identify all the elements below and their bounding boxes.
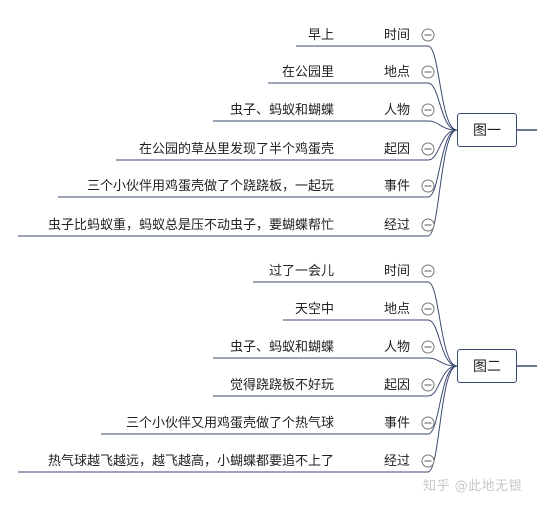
- leaf-text: 虫子、蚂蚁和蝴蝶: [229, 103, 334, 118]
- node-group-2[interactable]: 图二: [457, 349, 517, 383]
- leaf-text: 热气球越飞越远，越飞越高，小蝴蝶都要追不上了: [47, 454, 334, 469]
- node-group-1[interactable]: 图一: [457, 113, 517, 147]
- branch-connector: [427, 45, 458, 131]
- branch-connector: [427, 365, 458, 435]
- category-label: 起因: [383, 142, 410, 157]
- leaf-text: 三个小伙伴用鸡蛋壳做了个跷跷板，一起玩: [86, 179, 334, 194]
- category-label: 事件: [383, 416, 410, 431]
- category-label: 人物: [383, 340, 410, 355]
- category-label: 地点: [383, 302, 410, 317]
- category-label: 起因: [383, 378, 410, 393]
- category-label: 经过: [383, 218, 410, 233]
- leaf-text: 过了一会儿: [268, 264, 334, 279]
- watermark-text: 知乎 @此地无银: [423, 479, 523, 494]
- category-label: 时间: [383, 264, 410, 279]
- branch-connector: [427, 129, 458, 198]
- category-label: 经过: [383, 454, 410, 469]
- branch-connector: [427, 129, 458, 237]
- category-label: 地点: [383, 65, 410, 80]
- leaf-text: 三个小伙伴又用鸡蛋壳做了个热气球: [125, 416, 334, 431]
- leaf-text: 在公园里: [281, 65, 334, 80]
- branch-connector: [427, 319, 458, 367]
- branch-connector: [427, 120, 458, 131]
- branch-connector: [427, 281, 458, 367]
- branch-connector: [427, 357, 458, 367]
- leaf-text: 在公园的草丛里发现了半个鸡蛋壳: [138, 142, 334, 157]
- branch-connector: [427, 365, 458, 473]
- leaf-text: 天空中: [294, 302, 334, 317]
- category-label: 时间: [383, 28, 410, 43]
- leaf-text: 虫子、蚂蚁和蝴蝶: [229, 340, 334, 355]
- category-label: 事件: [383, 179, 410, 194]
- leaf-text: 早上: [307, 28, 334, 43]
- leaf-text: 虫子比蚂蚁重，蚂蚁总是压不动虫子，要蝴蝶帮忙: [47, 218, 334, 233]
- leaf-text: 觉得跷跷板不好玩: [229, 378, 334, 393]
- category-label: 人物: [383, 103, 410, 118]
- branch-connector: [427, 82, 458, 131]
